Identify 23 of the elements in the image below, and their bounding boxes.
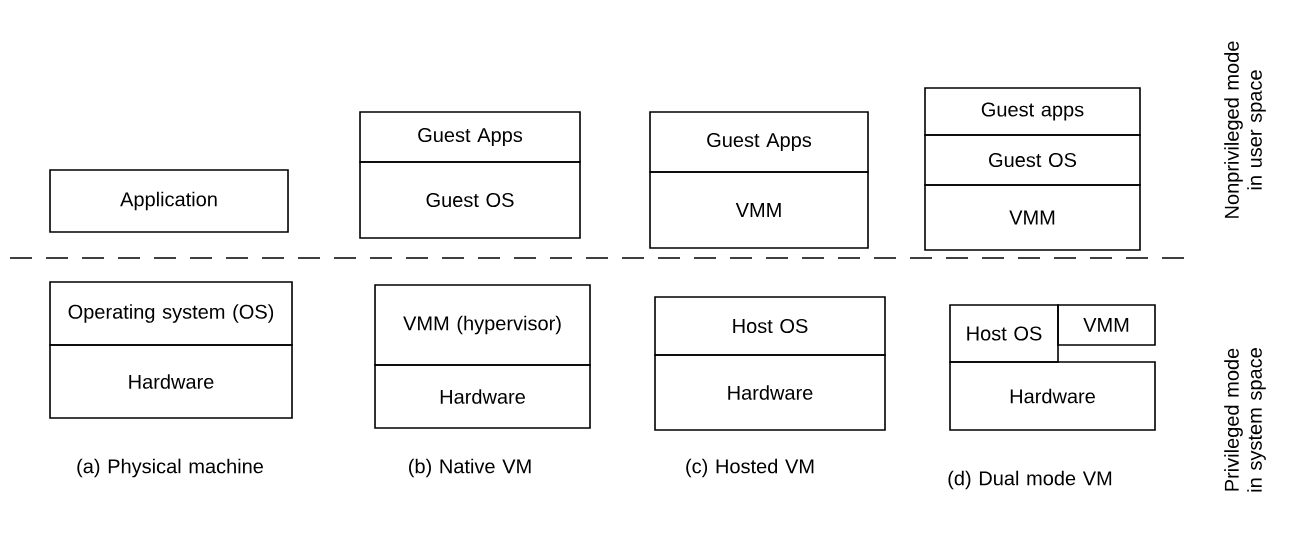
- caption: (a) Physical machine: [77, 458, 263, 478]
- layer-box: VMM: [1057, 304, 1156, 346]
- layer-box: VMM: [649, 171, 869, 249]
- layer-box: Guest OS: [924, 134, 1141, 186]
- layer-box: Guest OS: [359, 161, 581, 239]
- layer-box: Hardware: [49, 344, 293, 419]
- layer-box: Host OS: [654, 296, 886, 356]
- layer-box: Host OS: [949, 304, 1059, 363]
- layer-box: Hardware: [374, 364, 591, 429]
- layer-box: Hardware: [654, 354, 886, 431]
- layer-box: VMM (hypervisor): [374, 284, 591, 366]
- layer-box: Guest Apps: [649, 111, 869, 173]
- mode-label: Privileged mode in system space: [1224, 348, 1266, 492]
- layer-box: Operating system (OS): [49, 281, 293, 346]
- caption: (d) Dual mode VM: [948, 470, 1112, 490]
- layer-box: Guest Apps: [359, 111, 581, 163]
- layer-box: Guest apps: [924, 87, 1141, 136]
- caption: (c) Hosted VM: [686, 458, 814, 478]
- mode-label: Nonprivileged mode in user space: [1224, 41, 1266, 218]
- layer-box: VMM: [924, 184, 1141, 251]
- layer-box: Hardware: [949, 361, 1156, 431]
- layer-box: Application: [49, 169, 289, 233]
- caption: (b) Native VM: [409, 458, 531, 478]
